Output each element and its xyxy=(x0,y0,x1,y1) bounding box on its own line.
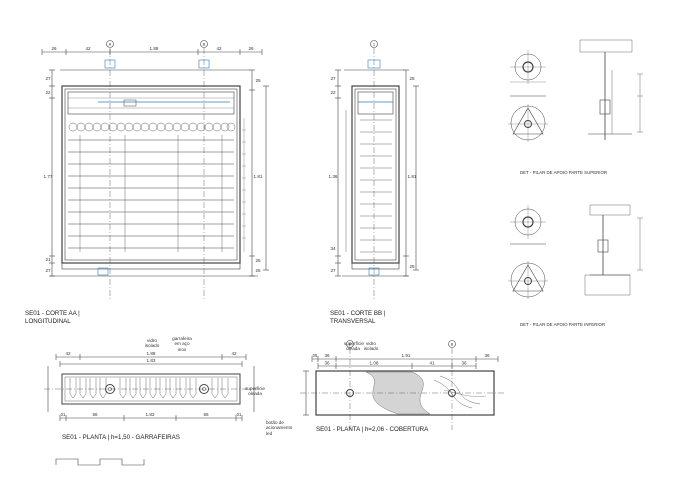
dim-pb-top-3: 42 xyxy=(231,351,237,356)
dim-pb-top-2: 1.88 xyxy=(147,351,156,356)
dim-aa-right-1: 25 xyxy=(255,78,261,83)
note-cover-glass: vidro isolado xyxy=(363,341,379,352)
dim-aa-top-4: 42 xyxy=(216,46,222,51)
plan-cover-title: SE01 - PLANTA | h=2,06 - COBERTURA xyxy=(316,426,429,433)
axis-label-plan-a: A xyxy=(349,342,352,347)
dim-bb-right-2: 1.81 xyxy=(408,174,417,179)
detail-top-drawing xyxy=(508,39,643,142)
dim-bb-left-5: 27 xyxy=(330,268,336,273)
dim-pb-bottom-2: 56 xyxy=(92,412,98,417)
axis-label-one: 1 xyxy=(373,42,376,47)
note-bottle-holder: garrafeira em aço inox xyxy=(172,336,192,352)
section-bb-title-line1: SE01 - CORTE BB | xyxy=(330,310,386,317)
dim-pb-bottom-4: 56 xyxy=(203,412,209,417)
dim-pc-top-4: 36 xyxy=(484,353,490,358)
plan-bottles-drawing xyxy=(44,354,258,421)
scale-bar xyxy=(55,458,145,466)
dim-pc-top-7: 41 xyxy=(429,361,435,366)
dim-aa-right-4: 25 xyxy=(255,268,261,273)
section-bb-title-line2: TRANSVERSAL xyxy=(330,318,376,325)
section-aa-title-line2: LONGITUDINAL xyxy=(25,318,71,325)
dim-pc-top-5: 36 xyxy=(324,361,330,366)
dim-bb-left-1: 27 xyxy=(330,76,336,81)
dim-pc-top-1: 05 xyxy=(313,353,318,358)
dim-pb-bottom-3: 1.83 xyxy=(146,412,155,417)
dim-pb-bottom-5: 01 xyxy=(237,412,242,417)
axis-label-plan-b: B xyxy=(451,342,454,347)
dim-aa-left-5: 27 xyxy=(45,268,51,273)
note-glass-insulated: vidro isolado xyxy=(144,338,160,349)
section-bb-title: SE01 - CORTE BB | TRANSVERSAL xyxy=(330,310,385,326)
section-aa-drawing xyxy=(41,40,269,300)
section-aa-title: SE01 - CORTE AA | LONGITUDINAL xyxy=(25,310,80,326)
axis-label-a: A xyxy=(109,42,112,47)
dim-bb-left-4: 34 xyxy=(330,246,336,251)
note-cover-oiled: superfície oleada xyxy=(344,341,364,352)
dim-bb-left-2: 22 xyxy=(330,90,336,95)
dim-aa-top-1: 26 xyxy=(51,46,57,51)
detail-bottom-title: DET - PILAR DE APOIO PARTE INFERIOR xyxy=(520,322,606,327)
detail-bottom-drawing xyxy=(508,204,643,299)
dim-pb-bottom-1: 01 xyxy=(61,412,66,417)
dim-aa-left-4: 21 xyxy=(45,257,51,262)
detail-top-title: DET - PILAR DE APOIO PARTE SUPERIOR xyxy=(520,170,608,175)
dim-aa-right-3: 25 xyxy=(255,258,261,263)
dim-bb-left-3: 1.36 xyxy=(329,174,338,179)
dim-pc-top-8: 36 xyxy=(461,361,467,366)
note-led-button: botão de acionamento led xyxy=(266,420,293,436)
dim-bb-right-3: 25 xyxy=(409,264,415,269)
dim-aa-left-1: 27 xyxy=(45,76,51,81)
dim-pc-top-2: 36 xyxy=(324,353,330,358)
plan-cover-drawing xyxy=(300,340,506,430)
section-bb-drawing xyxy=(335,40,419,300)
dim-pc-top-3: 1.91 xyxy=(402,353,411,358)
plan-bottles-title: SE01 - PLANTA | h=1,50 - GARRAFEIRAS xyxy=(62,434,180,441)
dim-aa-top-5: 26 xyxy=(248,46,254,51)
dim-bb-right-1: 25 xyxy=(409,76,415,81)
dim-pc-top-6: 1.08 xyxy=(370,361,379,366)
dim-pb-top-1: 42 xyxy=(65,351,71,356)
dim-aa-left-2: 22 xyxy=(45,90,51,95)
dim-aa-top-3: 1.88 xyxy=(150,46,159,51)
axis-label-b: B xyxy=(203,42,206,47)
dim-aa-left-3: 1.77 xyxy=(44,174,53,179)
dim-aa-top-2: 42 xyxy=(85,46,91,51)
dim-aa-right-2: 1.81 xyxy=(254,174,263,179)
dim-pb-top-4: 1.83 xyxy=(147,358,156,363)
note-oiled-surface: superfície oleada xyxy=(245,386,265,397)
section-aa-title-line1: SE01 - CORTE AA | xyxy=(25,310,80,317)
